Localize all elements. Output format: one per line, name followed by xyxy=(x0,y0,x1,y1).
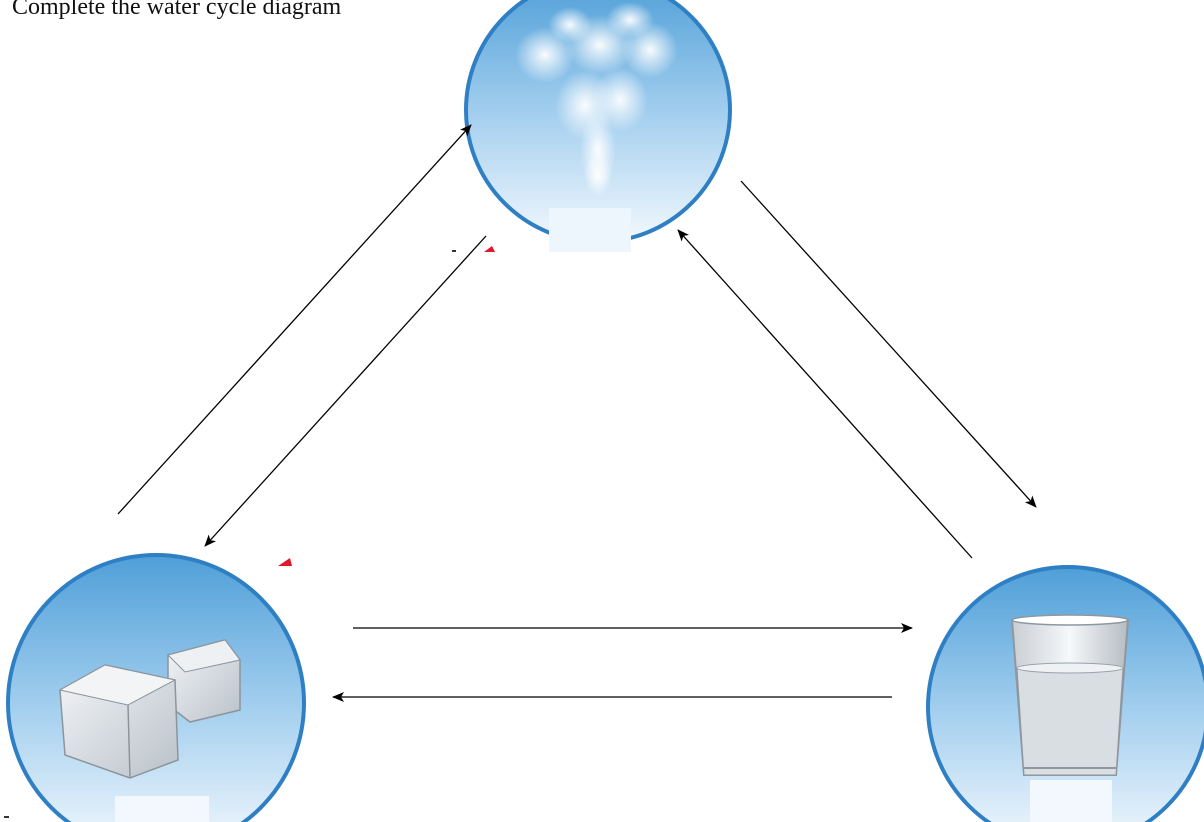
arrow-gas-to-liquid xyxy=(740,180,1037,508)
red-mark xyxy=(278,558,292,566)
liquid-node xyxy=(926,565,1204,822)
solid-label-box xyxy=(115,796,209,822)
ice-cubes-icon xyxy=(58,639,241,779)
instruction-text: Complete the water cycle diagram xyxy=(12,0,342,20)
arrow-liquid-to-gas xyxy=(677,229,973,559)
water-glass-icon xyxy=(1010,614,1130,776)
gas-node xyxy=(464,0,732,252)
small-mark xyxy=(4,816,9,818)
liquid-label-box xyxy=(1030,780,1112,822)
arrow-solid-to-gas xyxy=(117,124,472,515)
red-mark xyxy=(484,246,495,252)
arrow-gas-to-solid xyxy=(204,235,487,547)
solid-node xyxy=(6,553,306,822)
small-mark xyxy=(452,250,456,252)
arrows xyxy=(117,124,1037,702)
steam-icon xyxy=(515,2,678,197)
